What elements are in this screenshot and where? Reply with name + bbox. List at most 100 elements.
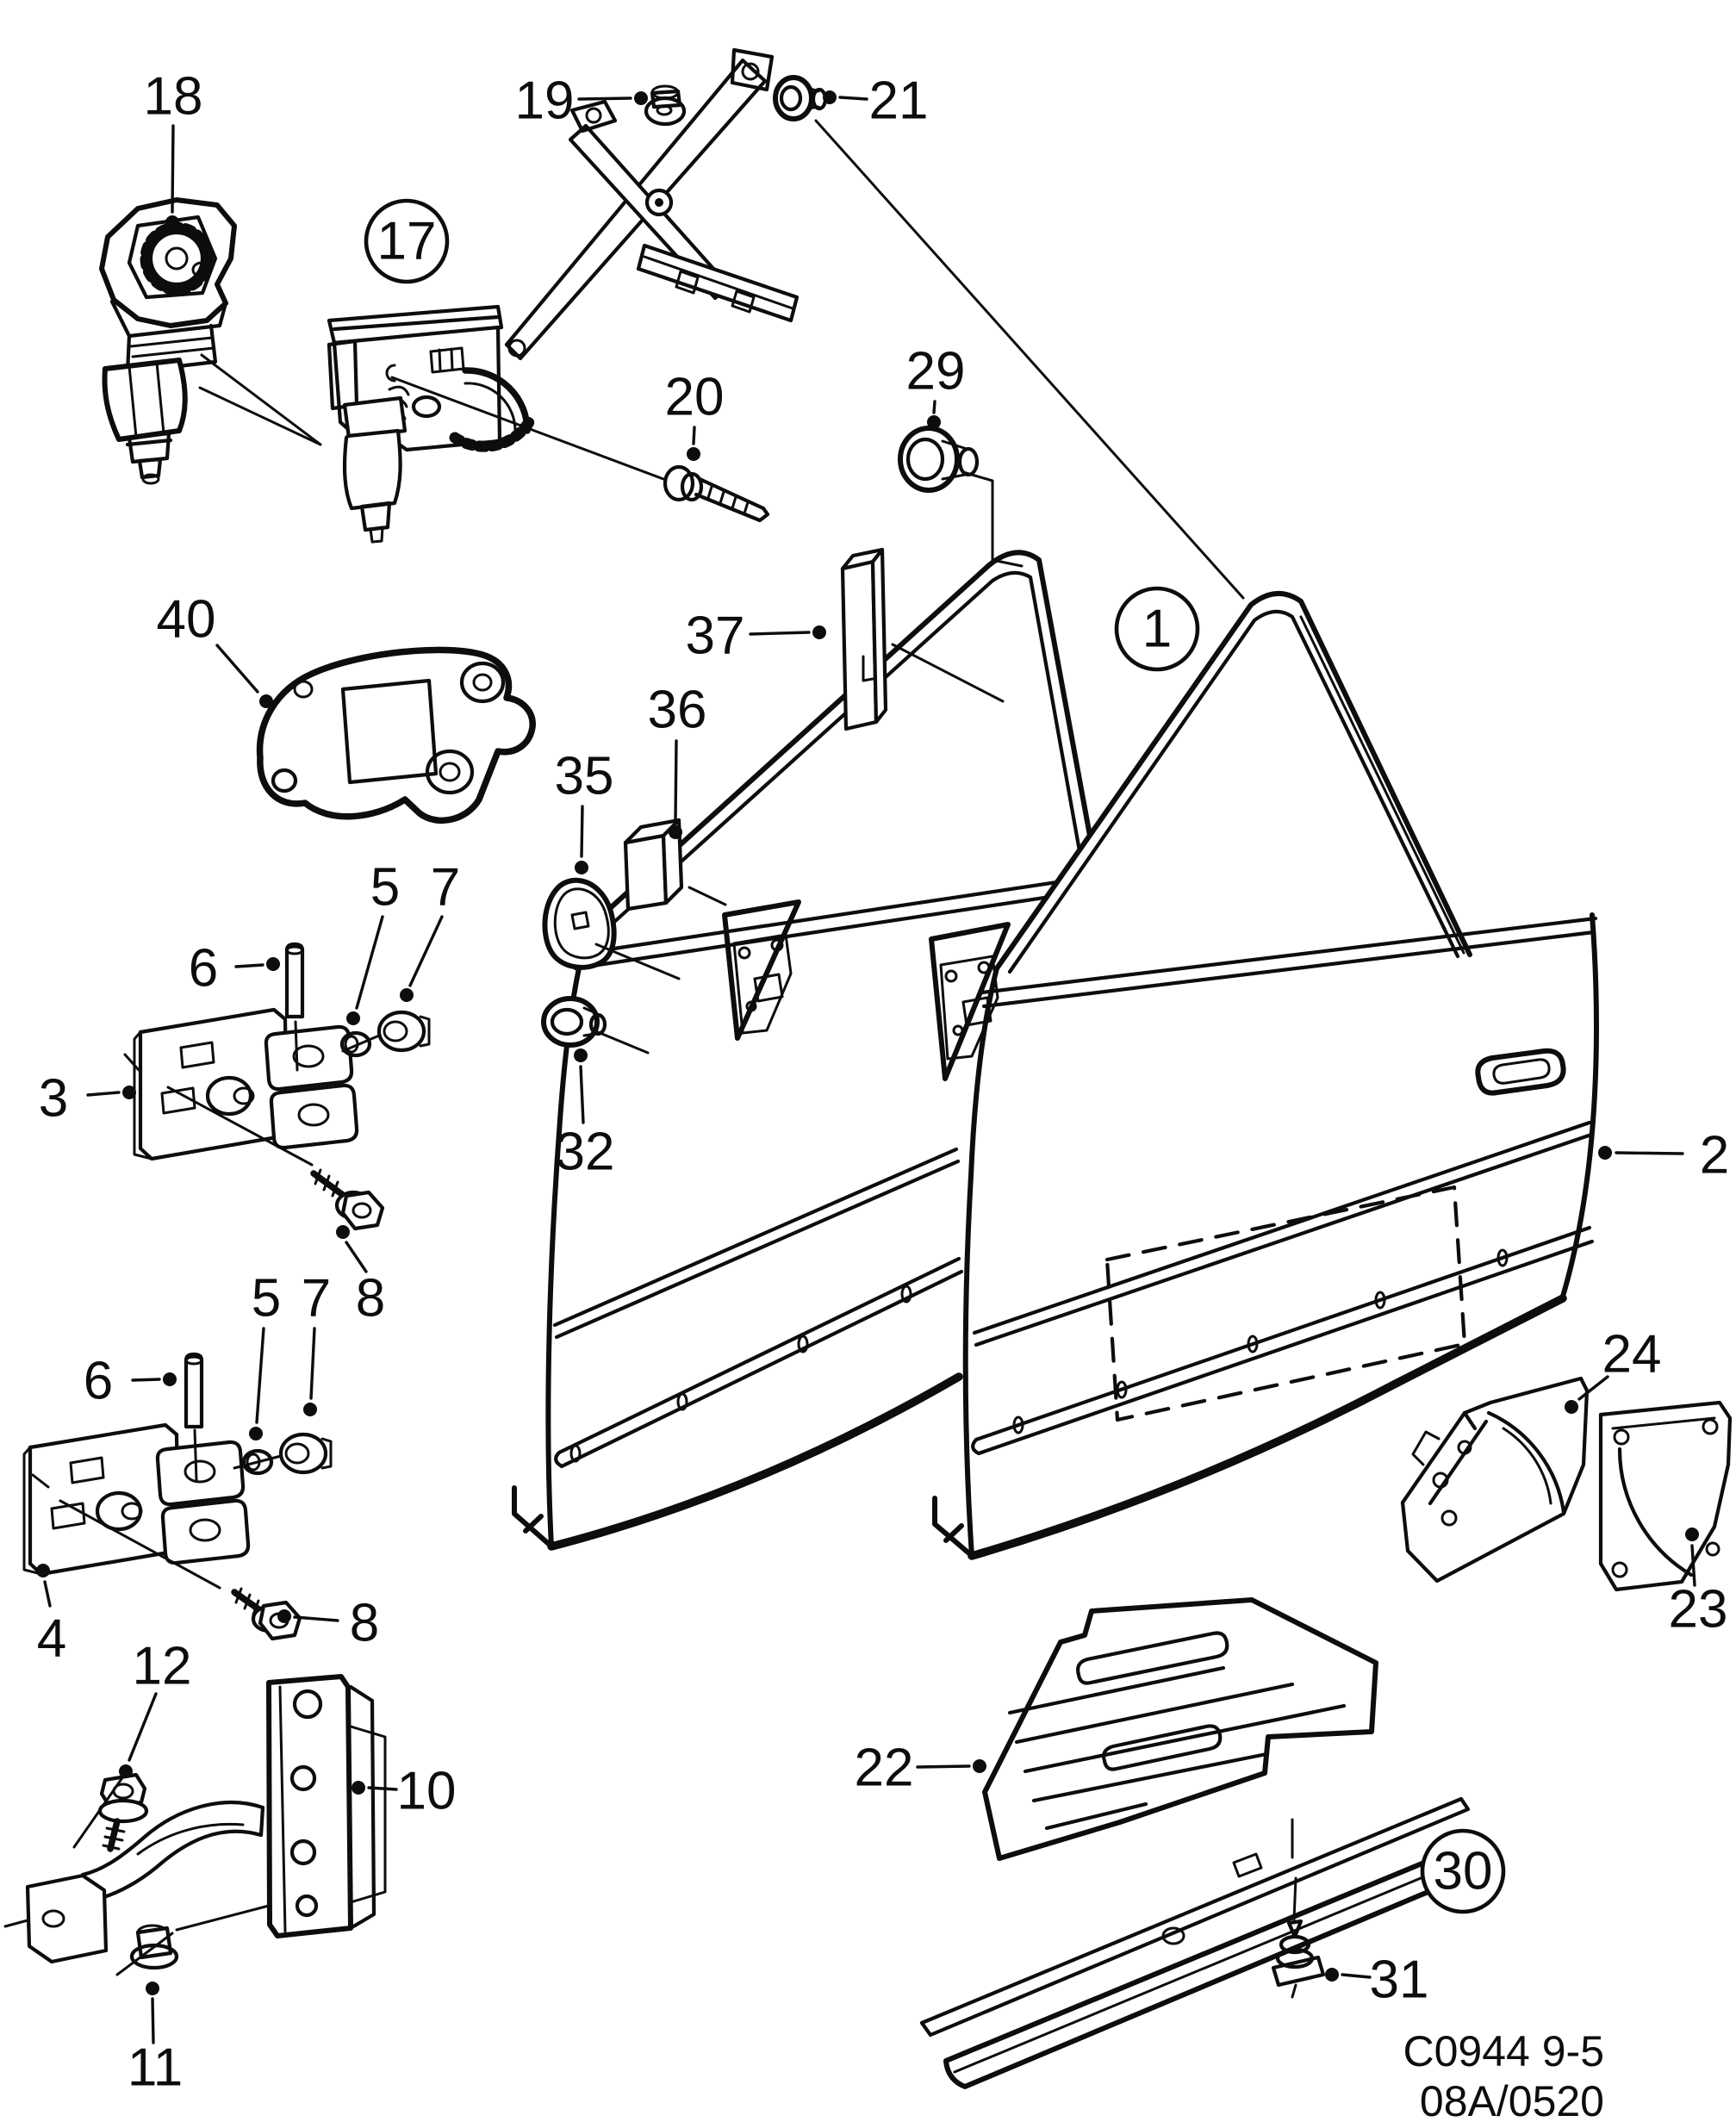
clevis xyxy=(569,99,618,134)
callout-number: 1 xyxy=(1142,600,1172,659)
boss-bore xyxy=(439,762,461,782)
callout-number: 23 xyxy=(1669,1580,1728,1640)
gasket35-position-line xyxy=(594,943,681,980)
hole xyxy=(271,768,298,793)
molding-upper xyxy=(972,1120,1594,1347)
pivot-boss-end xyxy=(121,1502,143,1521)
nut-7 xyxy=(278,1432,333,1475)
nut-bore xyxy=(383,1020,408,1042)
pin-top xyxy=(285,945,304,955)
knuckle-bore xyxy=(189,1518,221,1542)
knuckle-bore xyxy=(292,1044,325,1068)
callout-36: 36 xyxy=(648,681,706,839)
hinge3-bolt-line xyxy=(166,1086,314,1167)
nut-19 xyxy=(644,84,687,127)
arm-inner-line xyxy=(136,1822,245,1856)
glass-channel-rail xyxy=(636,243,800,323)
callout-dot xyxy=(1598,1146,1612,1160)
window-lift-motor-18 xyxy=(99,197,237,485)
callout-leader-line xyxy=(1341,1973,1372,1979)
callout-29: 29 xyxy=(906,342,965,429)
marked-area-dashed xyxy=(1104,1185,1467,1422)
shank xyxy=(694,476,770,523)
rail-tab xyxy=(731,289,756,314)
belt-line xyxy=(980,916,1598,1009)
hole xyxy=(1613,1428,1630,1446)
motor-mount xyxy=(342,395,408,440)
bar-front xyxy=(840,559,879,731)
door-check-10 xyxy=(3,1674,387,1970)
callout-number: 3 xyxy=(39,1069,68,1129)
clip-stem xyxy=(1291,1983,1297,1999)
stud12-position-line xyxy=(72,1775,125,1849)
callout-number: 5 xyxy=(370,858,400,918)
bracket-channel xyxy=(1428,1410,1489,1506)
front-door-2 xyxy=(929,590,1599,1560)
callout-dot xyxy=(336,1225,350,1239)
callout-dot xyxy=(163,1372,177,1386)
nut-flange xyxy=(278,1432,328,1475)
callout-dot xyxy=(812,625,826,639)
callout-leader-line xyxy=(838,96,868,101)
callout-leader-line xyxy=(234,963,264,968)
callout-8: 8 xyxy=(277,1594,379,1653)
top xyxy=(650,84,680,100)
callout-dot xyxy=(303,1403,317,1416)
molding-screw xyxy=(1116,1380,1128,1399)
body xyxy=(650,89,682,109)
callout-dot xyxy=(575,861,588,874)
bracket-outline xyxy=(1400,1376,1590,1584)
callout-leader-line xyxy=(1615,1151,1684,1155)
callout-leader-line xyxy=(1690,1544,1696,1587)
pivot-hole xyxy=(385,364,396,383)
pointer-lines xyxy=(31,119,1297,1976)
knuckle-bore xyxy=(184,1459,216,1484)
callout-number: 6 xyxy=(84,1352,113,1411)
callout-circle xyxy=(364,198,450,284)
hinge4-tick xyxy=(31,1473,50,1489)
callout-circle xyxy=(1114,586,1200,672)
callout-leader-line xyxy=(367,1786,398,1791)
gasket-35 xyxy=(542,877,617,970)
callout-40: 40 xyxy=(157,590,273,708)
anchor-block xyxy=(25,1873,109,1964)
threads xyxy=(102,1826,126,1851)
callout-dot xyxy=(36,1564,50,1577)
panel-rib xyxy=(1023,1703,1347,1774)
insulation-panel-22 xyxy=(982,1597,1378,1861)
clip31-position-line xyxy=(1291,1818,1297,1921)
grommet29-position-line xyxy=(961,470,1024,568)
corner-flange xyxy=(512,1485,552,1547)
callout-number: 19 xyxy=(515,72,575,131)
gasket-slot xyxy=(570,911,590,930)
callout-number: 22 xyxy=(855,1739,914,1798)
knuckle-lower xyxy=(269,1083,359,1150)
callout-leader-line xyxy=(128,1692,158,1762)
molding-screw xyxy=(1247,1335,1259,1353)
panel-outline xyxy=(982,1597,1378,1861)
bore xyxy=(656,104,673,116)
callout-number: 10 xyxy=(397,1762,457,1821)
callout-dot xyxy=(1565,1400,1578,1414)
ribs xyxy=(129,336,215,358)
callout-number: 18 xyxy=(144,67,203,127)
window-frame-inner xyxy=(602,570,1086,933)
callout-number: 12 xyxy=(133,1637,192,1696)
block36-position-line xyxy=(688,886,727,906)
shaft xyxy=(369,526,384,544)
spacer-block-36 xyxy=(623,818,684,912)
pin-axis-upper xyxy=(294,1020,381,1072)
rail-groove xyxy=(643,255,794,310)
hole xyxy=(741,62,760,81)
end-cap xyxy=(125,431,173,464)
hole xyxy=(1611,1561,1628,1578)
door-bottom-edge xyxy=(968,1294,1567,1560)
callout-11: 11 xyxy=(128,1982,183,2098)
callout-dot xyxy=(973,1759,986,1773)
pivot-to-screw-line xyxy=(390,376,665,481)
hinge3-tick xyxy=(123,1053,140,1072)
plate-inner-edge xyxy=(278,1685,287,1933)
callout-leader-line xyxy=(171,124,175,214)
nut-flange xyxy=(376,1010,426,1053)
